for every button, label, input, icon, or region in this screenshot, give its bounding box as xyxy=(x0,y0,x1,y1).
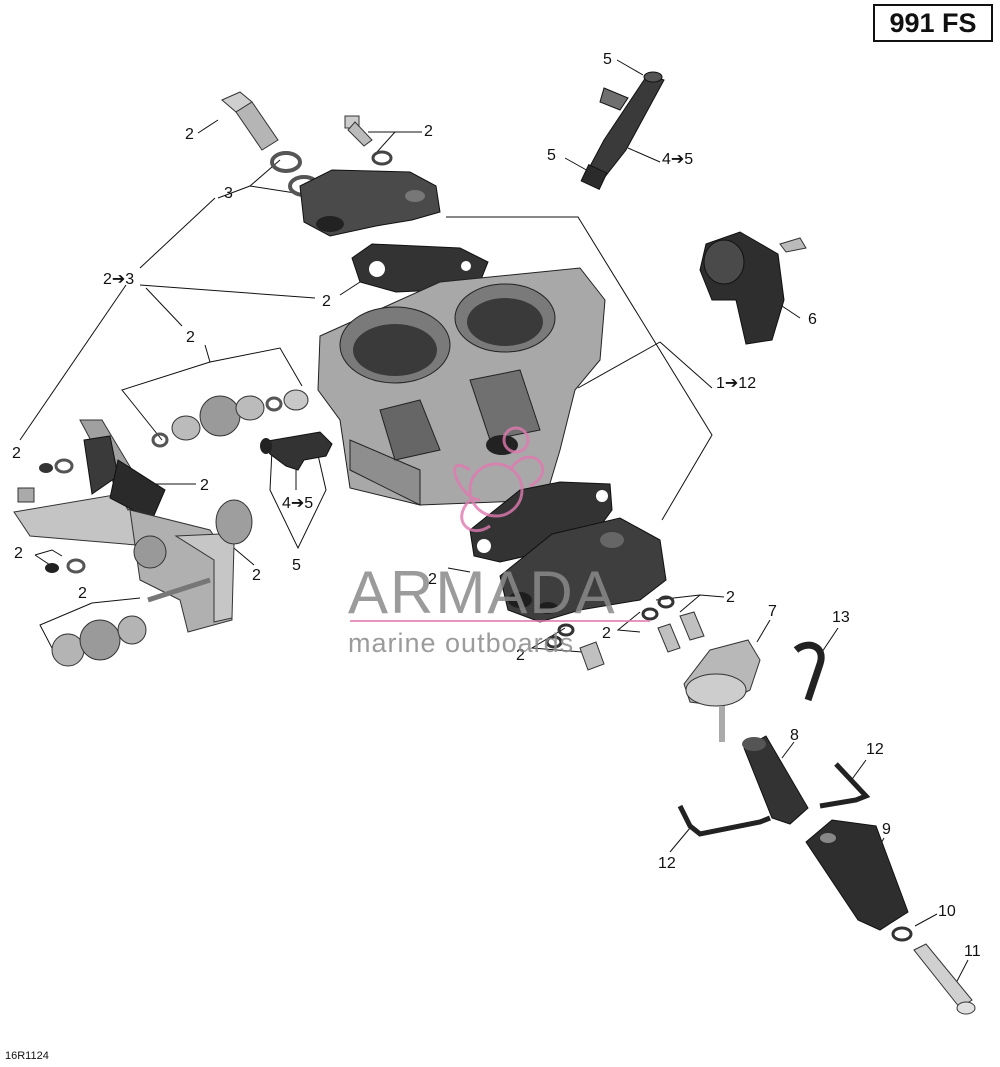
callout-label: 5 xyxy=(292,557,301,574)
callout-label: 13 xyxy=(832,609,850,626)
callout-label: 2 xyxy=(12,445,21,462)
callout-label: 7 xyxy=(768,603,777,620)
bracket-washer-bolt xyxy=(805,819,976,1015)
callout-label: 2 xyxy=(322,293,331,310)
upper-fuel-rail xyxy=(299,169,441,237)
leader-line xyxy=(39,602,93,649)
callout-label: 4➔5 xyxy=(282,495,314,512)
callout-label: 2 xyxy=(424,123,433,140)
leader-line xyxy=(616,59,644,76)
leader-line xyxy=(34,549,63,557)
leader-line xyxy=(627,147,661,163)
callout-label: 2 xyxy=(186,329,195,346)
throttle-body xyxy=(317,267,606,506)
leader-line xyxy=(339,281,361,296)
leader-line xyxy=(781,741,795,759)
leader-line xyxy=(139,197,216,269)
watermark-subtitle: marine outboards xyxy=(348,628,575,658)
leader-line xyxy=(197,119,219,134)
leader-line xyxy=(19,284,127,441)
callout-label: 2 xyxy=(78,585,87,602)
callout-label: 9 xyxy=(882,821,891,838)
callout-label: 6 xyxy=(808,311,817,328)
callout-label: 1➔12 xyxy=(716,375,757,392)
leader-line xyxy=(914,913,938,927)
callout-label: 10 xyxy=(938,903,956,920)
leader-line xyxy=(139,284,316,299)
diagram-code: 16R1124 xyxy=(5,1050,49,1062)
model-label: 991 FS xyxy=(873,4,993,42)
callout-label: 2➔3 xyxy=(103,271,135,288)
callout-label: 3 xyxy=(224,185,233,202)
callout-label: 2 xyxy=(252,567,261,584)
pressure-regulator xyxy=(683,639,825,742)
callout-label: 4➔5 xyxy=(662,151,694,168)
leader-line xyxy=(145,287,183,327)
small-bolt xyxy=(344,115,393,166)
leader-line xyxy=(530,627,583,653)
leader-line xyxy=(204,344,303,387)
leader-line xyxy=(376,131,422,153)
fuel-injector-side xyxy=(260,431,333,471)
leader-line xyxy=(616,611,641,633)
callout-label: 2 xyxy=(516,647,525,664)
callout-label: 2 xyxy=(185,126,194,143)
callout-label: 2 xyxy=(200,477,209,494)
leader-line xyxy=(669,827,691,853)
callout-label: 2 xyxy=(428,571,437,588)
watermark-logo-icon xyxy=(453,426,545,533)
filter-housing xyxy=(677,735,871,837)
callout-label: 5 xyxy=(603,51,612,68)
watermark-brand: ARMADA xyxy=(348,559,617,626)
watermark-rule xyxy=(350,620,650,622)
callout-label: 11 xyxy=(964,943,981,960)
lower-fuel-rail xyxy=(499,517,667,623)
leader-line xyxy=(446,216,713,521)
leader-lines xyxy=(19,59,969,986)
leader-line xyxy=(91,597,141,604)
throttle-position-sensor xyxy=(699,231,807,345)
leader-line xyxy=(659,341,713,389)
callout-label: 12 xyxy=(658,855,676,872)
fuel-injector-top xyxy=(580,71,665,191)
fittings xyxy=(545,595,705,671)
leader-line xyxy=(34,554,51,566)
leader-line xyxy=(821,627,839,653)
callout-label: 5 xyxy=(547,147,556,164)
callout-label: 2 xyxy=(14,545,23,562)
leader-line xyxy=(564,157,591,173)
leader-line xyxy=(756,619,771,643)
leader-line xyxy=(679,594,701,613)
bolt-top-left xyxy=(221,91,320,197)
springs-bushings xyxy=(51,389,309,667)
leader-line xyxy=(121,361,211,441)
callout-label: 2 xyxy=(726,589,735,606)
leader-line xyxy=(217,185,251,199)
callout-label: 8 xyxy=(790,727,799,744)
leader-line xyxy=(954,959,969,986)
leader-line xyxy=(447,567,471,573)
callout-label: 2 xyxy=(602,625,611,642)
throttle-linkage xyxy=(13,419,235,633)
leader-line xyxy=(577,341,661,389)
callout-label: 12 xyxy=(866,741,884,758)
